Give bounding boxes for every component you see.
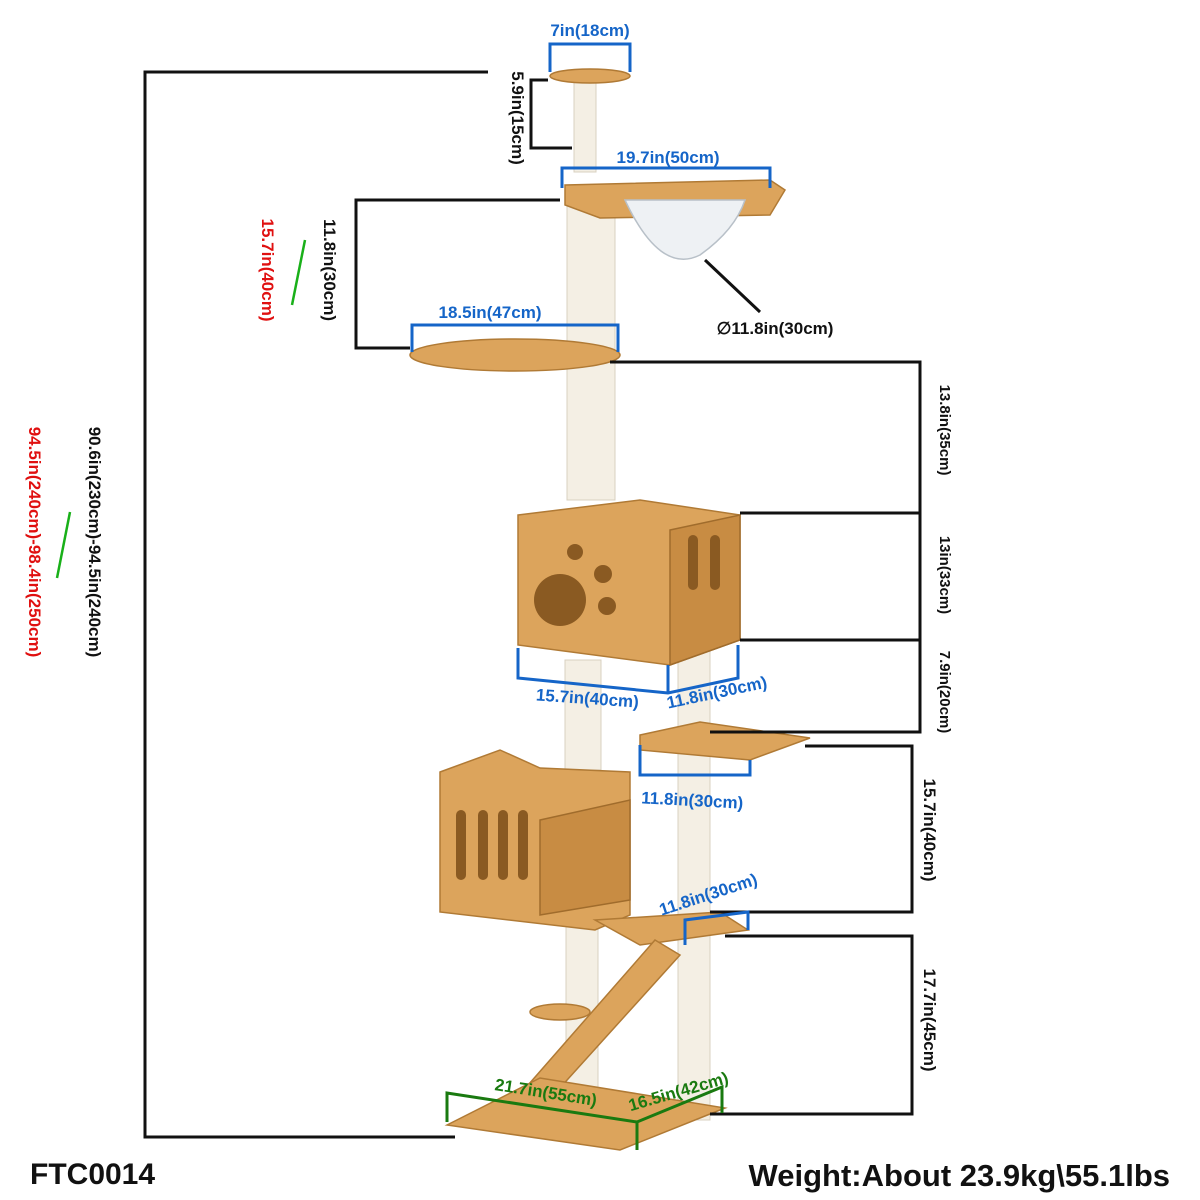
green-slash [290, 239, 307, 306]
upper-gap-extended-label: 15.7in(40cm) [258, 219, 277, 322]
total-height-label: 90.6in(230cm)-94.5in(240cm) [85, 427, 104, 658]
upper-condo-side [669, 514, 741, 667]
top-perch [549, 68, 631, 84]
right-height-bracket [610, 360, 922, 734]
green-slash [55, 511, 72, 579]
condo-hole [594, 565, 612, 583]
product-code: FTC0014 [30, 1158, 155, 1191]
platform-gap-label: 15.7in(40cm) [920, 779, 939, 882]
weight-label: Weight:About 23.9kg\55.1lbs [749, 1158, 1170, 1193]
green-brackets [445, 1084, 724, 1150]
top-platform-bracket [548, 42, 632, 72]
condo-slot [518, 810, 528, 880]
total-height-bracket [143, 70, 488, 1139]
platform-gap-bracket [710, 744, 914, 914]
condo-hole [598, 597, 616, 615]
main-post-middle [564, 659, 602, 771]
top-platform-width-label: 7in(18cm) [550, 21, 629, 40]
condo-slot [688, 535, 698, 590]
bowl-platform-width-label: 19.7in(50cm) [617, 148, 720, 167]
condo-slot [498, 810, 508, 880]
top-post [573, 81, 597, 173]
lower-condo-side [539, 799, 631, 916]
condo-hole [567, 544, 583, 560]
condo-slot [478, 810, 488, 880]
total-height-extended-label: 94.5in(240cm)-98.4in(250cm) [25, 427, 44, 658]
lower-platform-bracket [683, 910, 750, 945]
round-platform [409, 338, 621, 372]
dimension-lines [55, 70, 922, 1139]
upper-gap-label: 11.8in(30cm) [320, 219, 339, 321]
top-post-height-label: 5.9in(15cm) [508, 71, 527, 165]
square-platform-bracket [638, 745, 752, 777]
round-platform-bracket [410, 323, 620, 352]
step [529, 1003, 591, 1021]
condo-slot [456, 810, 466, 880]
square-platform-width-label: 11.8in(30cm) [641, 788, 744, 812]
bowl-diameter-label: ∅11.8in(30cm) [717, 319, 834, 338]
upper-gap-bracket [354, 198, 560, 350]
gap-to-condo-label: 13.8in(35cm) [936, 385, 953, 476]
blue-brackets [410, 42, 772, 945]
base-gap-label: 17.7in(45cm) [920, 969, 939, 1072]
bowl-leader-line [703, 258, 762, 314]
base-gap-bracket [710, 934, 914, 1116]
condo-hole [534, 574, 586, 626]
square-platform [639, 721, 811, 761]
condo-slot [710, 535, 720, 590]
round-platform-width-label: 18.5in(47cm) [439, 303, 542, 322]
condo-to-platform-label: 7.9in(20cm) [936, 651, 953, 734]
clear-bowl [623, 199, 747, 260]
cat-tree-illustration [409, 68, 811, 1151]
condo-height-label: 13in(33cm) [936, 536, 953, 614]
bowl-platform-bracket [560, 166, 772, 188]
top-post-bracket [529, 78, 572, 150]
